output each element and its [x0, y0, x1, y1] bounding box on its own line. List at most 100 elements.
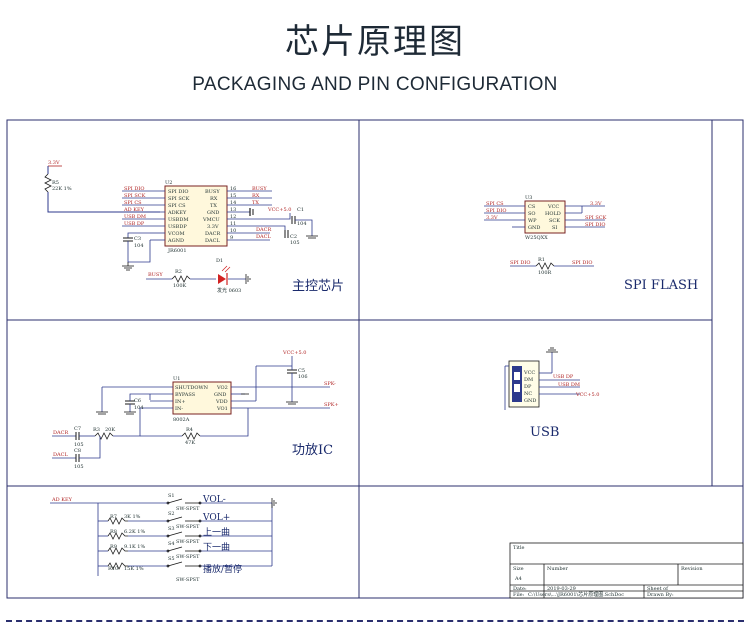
- schematic-border: [6, 119, 744, 599]
- keys-block: AD KEY: [50, 493, 277, 583]
- r10-value: 15K 1%: [124, 566, 144, 572]
- u2-pin-r1: BUSY: [205, 189, 220, 195]
- u1-pin-l1: SHUTDOWN: [175, 385, 209, 391]
- section-label-usb: USB: [530, 425, 559, 440]
- d1-ref: D1: [216, 258, 223, 264]
- u1-pin-r2: GND: [214, 392, 226, 398]
- u2-pin-l2: SPI SCK: [168, 196, 190, 202]
- led-net-busy: BUSY: [148, 272, 163, 278]
- tb-date-label: Date:: [513, 586, 527, 592]
- usb-net-dp: USB DP: [553, 374, 574, 380]
- c7-ref: C7: [74, 426, 81, 432]
- amplifier-block: U1 8002A SHUTDOWN BYPASS IN+ IN- VO2 GND…: [52, 350, 339, 470]
- c3-ref: C3: [134, 236, 141, 242]
- r7-ref: R7: [110, 514, 117, 520]
- tb-file-label: File:: [513, 592, 525, 598]
- r1-value: 100R: [538, 270, 552, 276]
- r1-net-to: SPI DIO: [572, 260, 592, 266]
- spi-flash-block: U3 W25QXX CS SO WP GND VCC HOLD SCK SI S…: [484, 195, 698, 293]
- u3-net-si: SPI DIO: [585, 222, 605, 228]
- c2-value: 105: [290, 240, 300, 246]
- u2-net-spi-sck: SPI SCK: [124, 193, 146, 199]
- s1-ref: S1: [168, 493, 175, 499]
- r4-ref: R4: [186, 427, 193, 433]
- u2-pin-r4: GND: [207, 210, 219, 216]
- svg-text:11: 11: [230, 221, 236, 227]
- r5-value: 22K 1%: [52, 186, 72, 192]
- r4-resistor: [181, 432, 201, 440]
- u2-pin-r3: TX: [210, 203, 217, 209]
- u3-pin-r3: SCK: [549, 218, 560, 224]
- title-block: Title Size Number Revision A4 Date: 2019…: [509, 542, 744, 599]
- r4-value: 47K: [185, 440, 195, 446]
- u2-vcc-label: VCC+5.0: [267, 207, 291, 213]
- s4-label: 下一曲: [203, 542, 230, 553]
- section-label-spi-flash: SPI FLASH: [624, 278, 698, 293]
- u3-pin-l3: WP: [528, 218, 537, 224]
- u1-net-spk-plus: SPK+: [324, 402, 339, 408]
- s4-type: SW-SPST: [176, 554, 200, 560]
- s3-ref: S3: [168, 526, 175, 532]
- s1-label: VOL-: [202, 495, 226, 505]
- s5-label: 播放/暂停: [203, 563, 242, 575]
- u2-net-usb-dp: USB DP: [124, 221, 145, 227]
- r2-value: 100K: [173, 283, 187, 289]
- svg-text:13: 13: [230, 207, 236, 213]
- u1-pin-r1: VO2: [216, 385, 228, 391]
- u2-pin-l1: SPI DIO: [168, 189, 188, 195]
- tb-size-label: Size: [513, 566, 524, 572]
- u3-net-dio: SPI DIO: [486, 208, 506, 214]
- u3-pin-l2: SO: [528, 211, 536, 217]
- c1-ref: C1: [297, 207, 304, 213]
- u3-chip-body: [524, 200, 566, 234]
- u3-net-sck: SPI SCK: [585, 215, 607, 221]
- u3-pin-r4: SI: [552, 225, 557, 231]
- u3-ref: U3: [525, 195, 532, 201]
- tb-number-label: Number: [547, 566, 568, 572]
- usb-net-dm: USB DM: [558, 382, 580, 388]
- u2-net-spi-dio: SPI DIO: [124, 186, 144, 192]
- s2-ref: S2: [168, 511, 175, 517]
- r3-value: 20K: [105, 427, 115, 433]
- r5-net-label: 3.3V: [48, 160, 60, 166]
- u3-net-3v3: 3.3V: [486, 215, 498, 221]
- r9-ref: R9: [110, 544, 117, 550]
- keys-net-adkey: AD KEY: [51, 497, 73, 503]
- dashed-divider: [6, 620, 744, 622]
- section-label-main-chip: 主控芯片: [292, 279, 344, 294]
- usb-pin-4: NC: [524, 391, 532, 397]
- c5-value: 106: [298, 374, 308, 380]
- c8-value: 105: [74, 464, 84, 470]
- s3-type: SW-SPST: [176, 539, 200, 545]
- u3-pin-r2: HOLD: [545, 211, 561, 217]
- u3-part: W25QXX: [525, 235, 548, 241]
- s5-type: SW-SPST: [176, 577, 200, 583]
- svg-text:9: 9: [230, 235, 233, 241]
- s4-ref: S4: [168, 541, 175, 547]
- usb-pin-5: GND: [524, 398, 536, 404]
- svg-text:14: 14: [230, 200, 236, 206]
- r5-ref: R5: [52, 180, 59, 186]
- s1-type: SW-SPST: [176, 506, 200, 512]
- u1-vcc-label: VCC+5.0: [282, 350, 306, 356]
- u1-pin-r4: VO1: [216, 406, 228, 412]
- svg-text:10: 10: [230, 228, 236, 234]
- s3-label: 上一曲: [203, 527, 230, 538]
- u2-pin-r7: DACR: [205, 231, 220, 237]
- tb-date-value: 2019-03-29: [547, 586, 576, 592]
- u1-chip-body: [172, 381, 232, 415]
- r1-resistor: [535, 262, 555, 270]
- u1-pin-l3: IN+: [175, 399, 186, 405]
- c1-value: 104: [297, 221, 307, 227]
- u2-pin-l8: AGND: [167, 238, 184, 244]
- r10-ref: R10: [108, 566, 118, 572]
- u2-net-rx: RX: [252, 193, 260, 199]
- r3-resistor: [94, 432, 114, 440]
- u2-net-adkey: AD KEY: [123, 207, 145, 213]
- page-title: 芯片原理图: [285, 22, 465, 62]
- u2-pin-l6: USBDP: [168, 224, 187, 230]
- page-subtitle: PACKAGING AND PIN CONFIGURATION: [192, 74, 558, 95]
- u2-pin-r5: VMCU: [202, 217, 220, 223]
- r5-resistor: [44, 173, 52, 193]
- c6-ref: C6: [134, 398, 141, 404]
